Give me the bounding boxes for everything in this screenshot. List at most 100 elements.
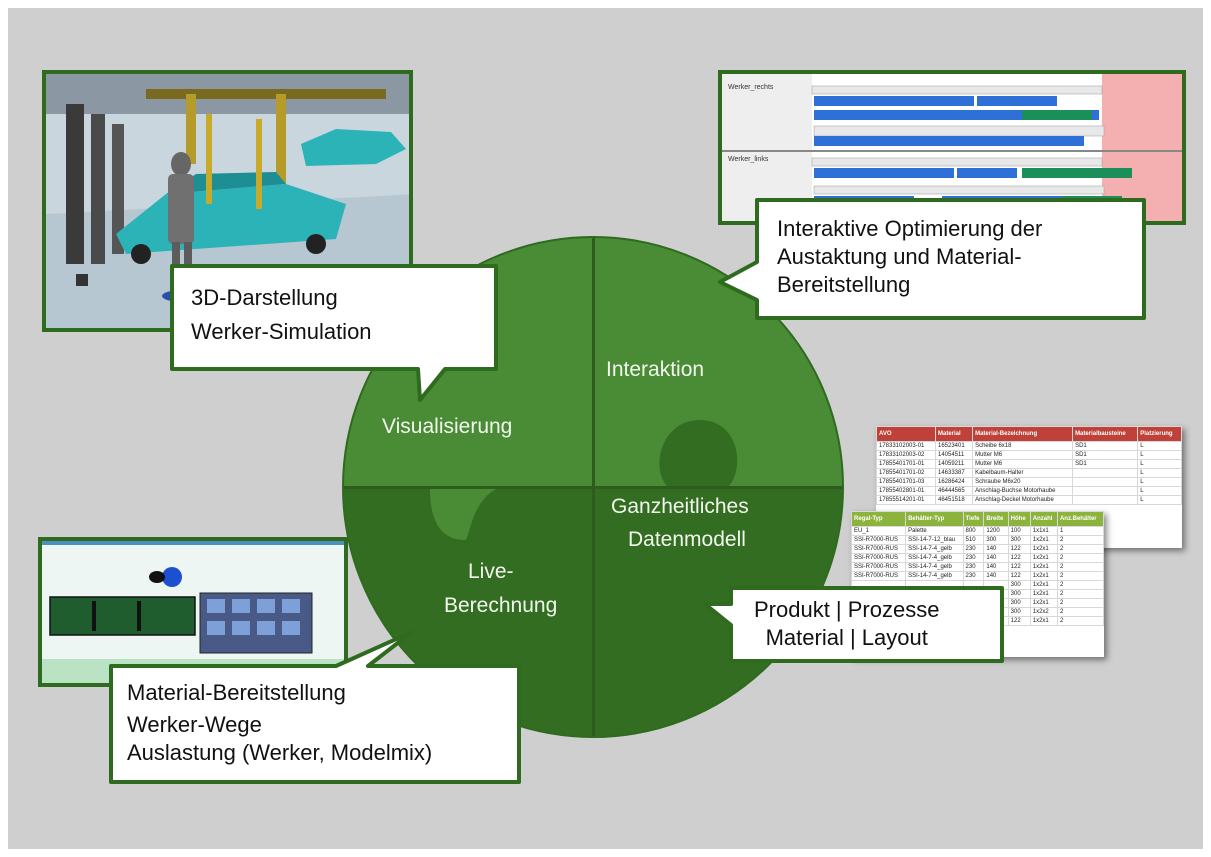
table-cell: SSI-R7000-RUS (851, 562, 907, 572)
layout-calculation-screenshot (38, 537, 348, 687)
table-cell: 1x2x1 (1029, 562, 1058, 572)
table-cell: 1x2x1 (1029, 571, 1058, 581)
table-cell: L (1137, 450, 1182, 460)
material_table-header-cell: AVO (876, 426, 936, 442)
table-cell: Schraube M6x20 (972, 477, 1074, 487)
piece-label-interaktion: Interaktion (606, 358, 705, 381)
gantt-row1-title: Werker_rechts (728, 84, 774, 91)
table-cell: 122 (1007, 544, 1031, 554)
table-cell (983, 616, 1009, 626)
table-cell: Anschlag-Deckel Motorhaube (972, 495, 1074, 505)
table-cell: L (1137, 459, 1182, 469)
table-cell: 230 (962, 571, 985, 581)
table-cell: SSI-R7000-RUS (851, 544, 907, 554)
layout_table-header-cell: Regal-Typ (851, 511, 907, 527)
table-cell: 300 (1007, 598, 1031, 608)
callout-line: Material | Layout (765, 625, 928, 651)
table-cell: 800 (962, 526, 985, 536)
table-cell: 300 (1007, 607, 1031, 617)
table-cell (851, 580, 907, 590)
table-cell: 1x2x2 (1029, 607, 1058, 617)
table-cell: 230 (962, 544, 985, 554)
callout-text-interaktion: Interaktive Optimierung der Austaktung u… (777, 215, 1042, 299)
layout_table-header-cell: Anz.Behälter (1056, 511, 1104, 527)
table-cell: 300 (1007, 589, 1031, 599)
table-cell: Mutter M6 (972, 459, 1074, 469)
table-cell: SSI-R7000-RUS (851, 571, 907, 581)
table-cell (983, 589, 1009, 599)
table-cell (1072, 468, 1139, 478)
table-cell: 17855401701-01 (876, 459, 936, 469)
table-cell (1072, 486, 1139, 496)
table-cell: 46444565 (934, 486, 974, 496)
layout_table-header-cell: Anzahl (1029, 511, 1058, 527)
table-cell: 2 (1056, 598, 1104, 608)
table-cell: Scheibe 6x18 (972, 441, 1074, 451)
table-cell: 1x2x1 (1029, 544, 1058, 554)
table-cell: 2 (1056, 580, 1104, 590)
table-cell: SSI-14-7-4_gelb (905, 562, 964, 572)
table-cell: 17855402801-01 (876, 486, 936, 496)
table-cell: 1x2x1 (1029, 535, 1058, 545)
table-cell: L (1137, 495, 1182, 505)
table-cell: L (1137, 468, 1182, 478)
callout-line: 3D-Darstellung (191, 285, 338, 310)
table-cell: SD1 (1072, 441, 1139, 451)
table-cell: SSI-14-7-12_blau (905, 535, 964, 545)
callout-line: Produkt | Prozesse (754, 597, 940, 622)
table-cell: 17833102003-01 (876, 441, 936, 451)
table-cell: 300 (983, 535, 1009, 545)
table-cell: 140 (983, 571, 1009, 581)
table-cell: 140 (983, 562, 1009, 572)
table-cell (983, 598, 1009, 608)
layout_table-header-cell: Behälter-Typ (905, 511, 964, 527)
piece-label-datenmodell: Datenmodell (628, 528, 746, 551)
table-cell: 1x2x1 (1029, 616, 1058, 626)
table-cell: SSI-14-7-4_gelb (905, 571, 964, 581)
table-cell: 17855401701-03 (876, 477, 936, 487)
material_table-header-cell: Material (934, 426, 974, 442)
piece-label-live: Live- (468, 560, 514, 583)
table-cell: 1x1x1 (1029, 526, 1058, 536)
callout-line: Werker-Wege (127, 712, 262, 738)
table-cell (983, 607, 1009, 617)
table-cell: L (1137, 441, 1182, 451)
table-cell: 17855514201-01 (876, 495, 936, 505)
callout-line: Interaktive Optimierung der (777, 216, 1043, 241)
table-cell: Palette (905, 526, 964, 536)
layout-illustration (42, 541, 344, 683)
table-cell: 122 (1007, 616, 1031, 626)
table-cell: 14054511 (934, 450, 974, 460)
material_table-header-cell: Materialbausteine (1072, 426, 1139, 442)
table-cell: 2 (1056, 571, 1104, 581)
table-cell: 230 (962, 553, 985, 563)
callout-text-berechnung: Material-Bereitstellung Werker-Wege Ausl… (127, 679, 432, 767)
table-cell: 1x2x1 (1029, 580, 1058, 590)
table-cell: L (1137, 486, 1182, 496)
callout-line: Austaktung und Material- (777, 244, 1022, 270)
table-cell: Mutter M6 (972, 450, 1074, 460)
table-cell: 16523401 (934, 441, 974, 451)
table-cell (1072, 477, 1139, 487)
table-cell: 14059211 (934, 459, 974, 469)
table-cell (962, 616, 985, 626)
table-cell: SSI-14-7-4_gelb (905, 553, 964, 563)
callout-line: Material-Bereitstellung (127, 680, 346, 705)
piece-label-ganzheitliches: Ganzheitliches (611, 495, 749, 518)
table-cell: SSI-14-7-4_gelb (905, 544, 964, 554)
callout-line: Werker-Simulation (191, 319, 372, 345)
piece-label-berechnung: Berechnung (444, 594, 558, 617)
table-cell: 17855401701-02 (876, 468, 936, 478)
table-cell: 140 (983, 544, 1009, 554)
material_table-header-cell: Material-Bezeichnung (972, 426, 1074, 442)
table-cell: SSI-R7000-RUS (851, 535, 907, 545)
